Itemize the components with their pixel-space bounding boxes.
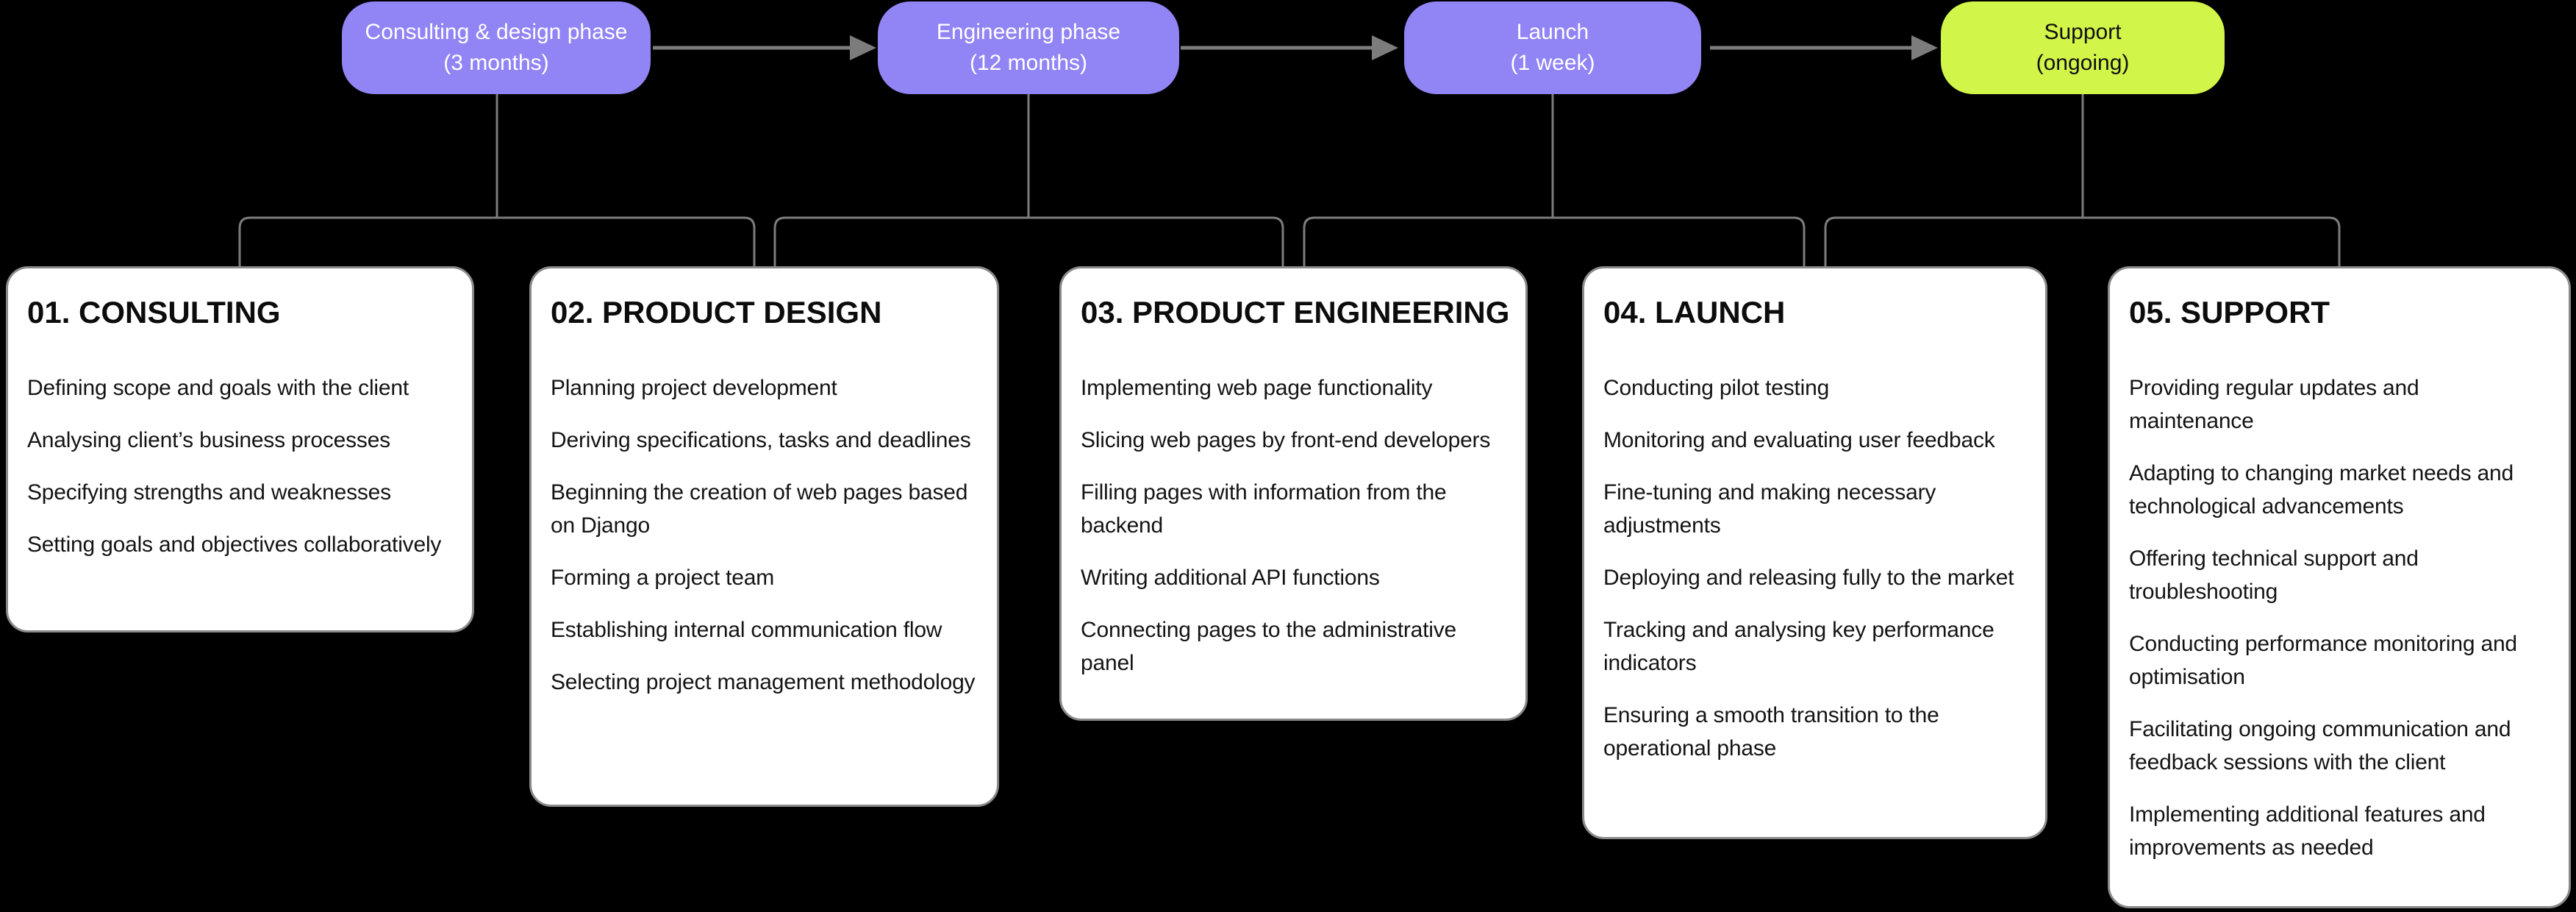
arrowhead-icon (850, 35, 876, 60)
card-item: Implementing additional features and imp… (2129, 802, 2486, 860)
card-item: Tracking and analysing key performance i… (1603, 618, 1994, 675)
card-product-engineering: 03. PRODUCT ENGINEERING Implementing web… (1059, 266, 1528, 721)
card-item: Conducting performance monitoring and op… (2129, 632, 2517, 689)
flow-arrow-3 (1710, 35, 1938, 60)
phase-pill-support: Support (ongoing) (1941, 1, 2225, 94)
card-item: Defining scope and goals with the client (27, 376, 409, 400)
card-item: Implementing web page functionality (1081, 376, 1433, 400)
card-item: Setting goals and objectives collaborati… (27, 532, 442, 557)
card-item: Beginning the creation of web pages base… (551, 480, 968, 538)
card-item: Writing additional API functions (1081, 566, 1380, 590)
card-item: Conducting pilot testing (1603, 376, 1830, 400)
phase-name: Consulting & design phase (365, 19, 628, 44)
arrowhead-icon (1911, 35, 1938, 60)
card-product-design: 02. PRODUCT DESIGN Planning project deve… (529, 266, 999, 807)
card-item: Deriving specifications, tasks and deadl… (551, 428, 971, 452)
phase-pill-engineering: Engineering phase (12 months) (878, 1, 1179, 94)
phase-duration: (12 months) (969, 51, 1088, 75)
card-item: Facilitating ongoing communication and f… (2129, 717, 2511, 774)
card-item: Ensuring a smooth transition to the oper… (1603, 703, 1939, 760)
card-item: Analysing client’s business processes (27, 428, 390, 452)
phase-duration: (ongoing) (2036, 51, 2130, 75)
connector-bracket-4 (1824, 216, 2341, 268)
card-title: 03. PRODUCT ENGINEERING (1081, 295, 1510, 329)
flow-arrow-1 (653, 35, 876, 60)
card-item: Specifying strengths and weaknesses (27, 480, 391, 505)
phase-pill-consulting-design: Consulting & design phase (3 months) (342, 1, 651, 94)
card-item: Adapting to changing market needs and te… (2129, 461, 2514, 519)
connector-bracket-1 (238, 216, 756, 268)
card-item: Connecting pages to the administrative p… (1081, 618, 1457, 675)
card-item: Planning project development (551, 376, 837, 400)
phase-duration: (1 week) (1510, 51, 1595, 75)
connector-bracket-2 (773, 216, 1284, 268)
card-launch: 04. LAUNCH Conducting pilot testing Moni… (1582, 266, 2047, 839)
card-item: Offering technical support and troublesh… (2129, 546, 2419, 604)
card-item: Selecting project management methodology (551, 670, 976, 694)
card-item: Monitoring and evaluating user feedback (1603, 428, 1995, 452)
phase-name: Launch (1516, 19, 1589, 44)
phase-name: Engineering phase (936, 19, 1121, 44)
card-item: Providing regular updates and maintenanc… (2129, 376, 2419, 433)
card-item: Filling pages with information from the … (1081, 480, 1447, 538)
arrowhead-icon (1372, 35, 1398, 60)
phase-pill-launch: Launch (1 week) (1404, 1, 1701, 94)
card-title: 01. CONSULTING (27, 295, 281, 329)
card-item: Fine-tuning and making necessary adjustm… (1603, 480, 1936, 538)
card-item: Establishing internal communication flow (551, 618, 942, 642)
card-title: 04. LAUNCH (1603, 295, 1786, 329)
card-support: 05. SUPPORT Providing regular updates an… (2108, 266, 2571, 908)
card-item: Deploying and releasing fully to the mar… (1603, 566, 2014, 590)
connector-bracket-3 (1303, 216, 1806, 268)
card-item: Slicing web pages by front-end developer… (1081, 428, 1491, 452)
phase-name: Support (2044, 19, 2122, 44)
phase-duration: (3 months) (443, 51, 549, 75)
card-item: Forming a project team (551, 566, 775, 590)
card-title: 02. PRODUCT DESIGN (551, 295, 882, 329)
flow-arrow-2 (1181, 35, 1398, 60)
card-consulting: 01. CONSULTING Defining scope and goals … (6, 266, 474, 633)
card-title: 05. SUPPORT (2129, 295, 2330, 329)
